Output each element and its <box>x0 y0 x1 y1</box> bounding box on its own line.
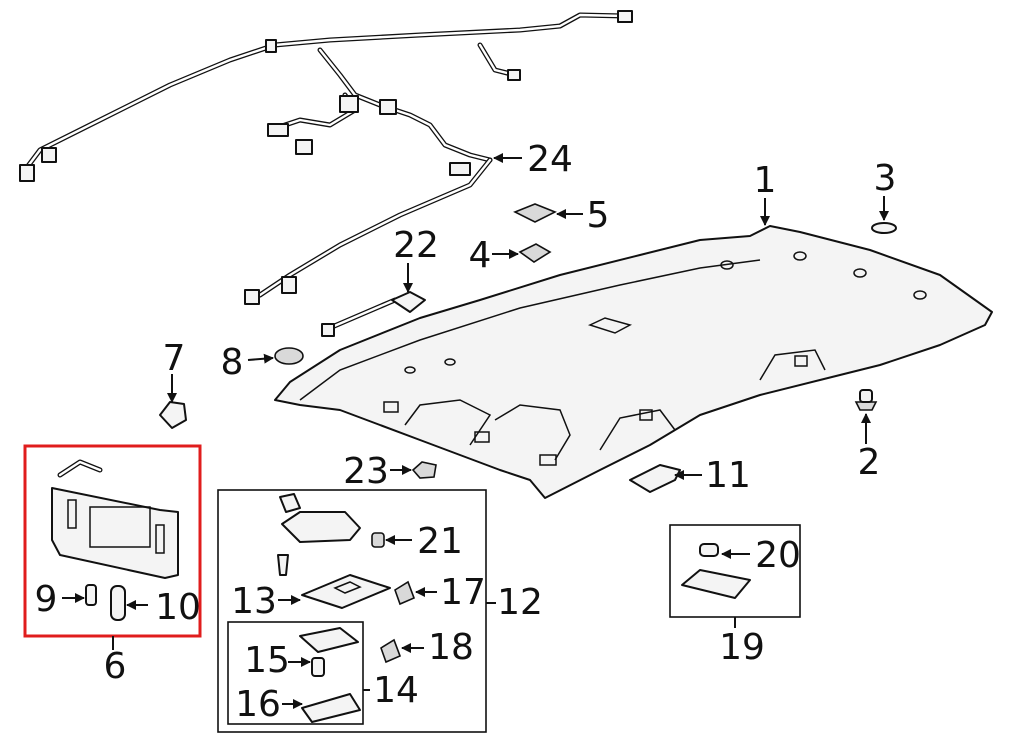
callout-labels: 1 2 3 4 5 6 7 8 9 10 11 12 13 14 15 16 1… <box>35 139 897 725</box>
clip-part-23[interactable] <box>411 461 437 479</box>
assist-handle-part-11[interactable] <box>629 464 681 493</box>
callout-13: 13 <box>231 581 277 622</box>
pin-part-2[interactable] <box>854 389 878 411</box>
clip-part-4[interactable] <box>518 243 552 263</box>
group-box-12 <box>217 489 487 733</box>
callout-9: 9 <box>35 579 58 620</box>
bulb-part-20[interactable] <box>699 543 719 557</box>
plug-part-3[interactable] <box>871 222 897 234</box>
clip-part-7[interactable] <box>159 401 187 429</box>
callout-24: 24 <box>527 139 573 180</box>
callout-1: 1 <box>754 160 777 201</box>
lens-part-16[interactable] <box>301 693 361 723</box>
bulb-part-21[interactable] <box>371 532 385 548</box>
callout-12: 12 <box>497 582 543 623</box>
leader-lines <box>62 153 889 709</box>
group-box-14 <box>227 621 364 725</box>
callout-14: 14 <box>373 670 419 711</box>
lamp-housing-part-14[interactable] <box>299 627 359 653</box>
lens-part-13[interactable] <box>301 574 391 609</box>
callout-3: 3 <box>874 158 897 199</box>
callout-17: 17 <box>440 572 486 613</box>
bulb-part-15[interactable] <box>311 657 325 677</box>
callout-8: 8 <box>221 342 244 383</box>
callout-18: 18 <box>428 627 474 668</box>
callout-19: 19 <box>719 627 765 668</box>
callout-15: 15 <box>244 640 290 681</box>
bracket-part-5[interactable] <box>513 203 557 223</box>
callout-6: 6 <box>104 646 127 687</box>
callout-16: 16 <box>235 684 281 725</box>
wiring-harness-part-24[interactable] <box>19 10 633 305</box>
socket-part-17[interactable] <box>394 580 416 606</box>
clip-part-9[interactable] <box>85 584 97 606</box>
headliner-part-1[interactable] <box>274 225 993 499</box>
lamp-part-19[interactable] <box>681 569 751 599</box>
callout-7: 7 <box>163 338 186 379</box>
console-part-12[interactable] <box>277 493 361 576</box>
grommet-part-8[interactable] <box>274 347 304 365</box>
cover-part-10[interactable] <box>110 585 126 621</box>
callout-4: 4 <box>469 235 492 276</box>
callout-20: 20 <box>755 535 801 576</box>
callout-21: 21 <box>417 521 463 562</box>
callout-2: 2 <box>858 442 881 483</box>
callout-23: 23 <box>343 451 389 492</box>
callout-10: 10 <box>155 587 201 628</box>
callout-22: 22 <box>393 225 439 266</box>
sun-visor-part-6[interactable] <box>51 459 179 579</box>
callout-5: 5 <box>587 195 610 236</box>
callout-11: 11 <box>705 455 751 496</box>
socket-part-18[interactable] <box>380 638 402 664</box>
sensor-part-22[interactable] <box>321 291 426 337</box>
